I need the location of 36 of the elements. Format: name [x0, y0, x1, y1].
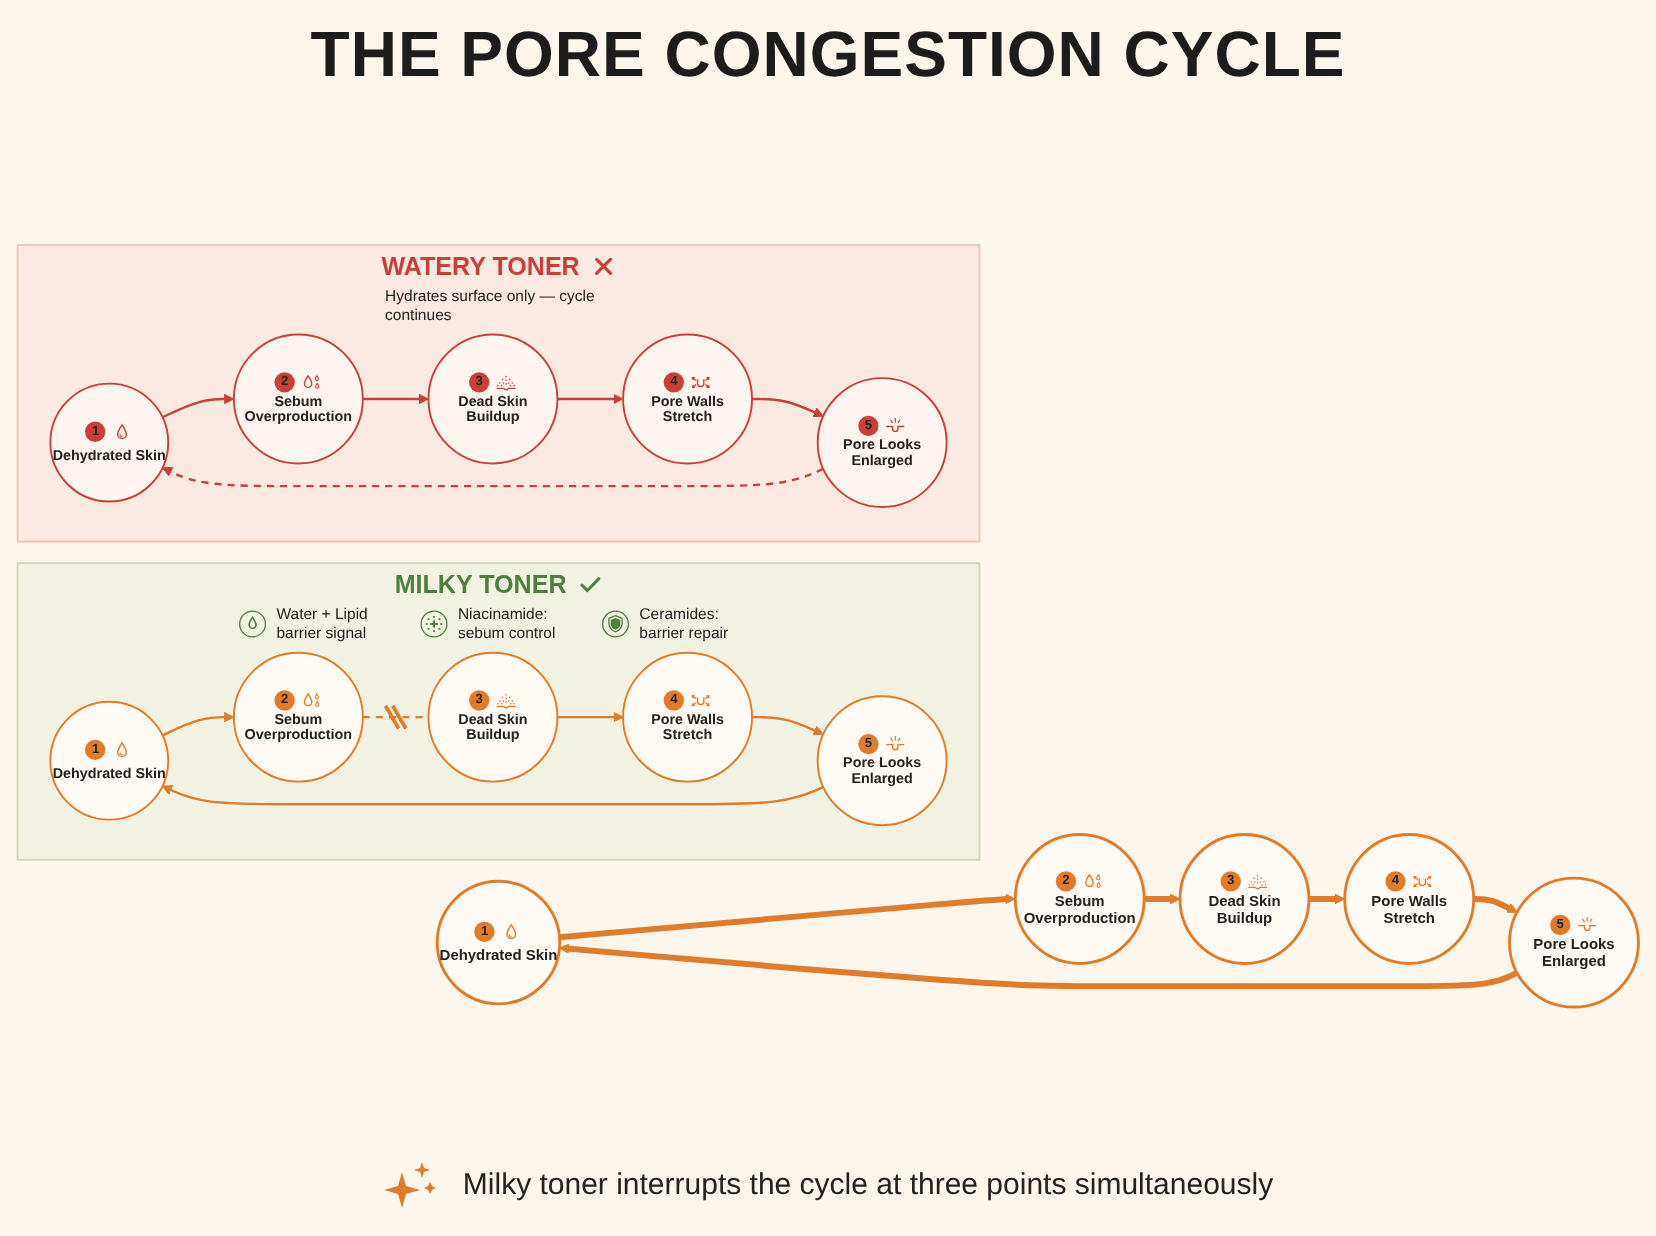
panel-heading: WATERY TONER: [381, 252, 580, 280]
node-circle: [1343, 833, 1476, 965]
node-circle: [232, 333, 364, 465]
node-circle: [427, 333, 559, 465]
cluster: [16, 244, 981, 543]
connector: [362, 715, 429, 719]
node-circle: [232, 651, 364, 783]
node-circle: [622, 333, 753, 465]
arrow: [162, 785, 824, 806]
arrow: [752, 715, 824, 736]
node-circle: [1508, 876, 1640, 1009]
arrow: [557, 711, 624, 723]
node-circle: [435, 879, 562, 1006]
caption: Milky toner interrupts the cycle at three points simultaneously: [462, 1166, 1274, 1206]
arrow: [557, 393, 624, 405]
node-circle: [622, 651, 753, 783]
arrow: [752, 397, 824, 418]
arrow: [559, 943, 1519, 990]
arrow: [362, 393, 429, 405]
panel-heading: MILKY TONER: [394, 570, 567, 598]
cluster: [16, 562, 981, 861]
arrow: [162, 711, 235, 737]
arrow: [1308, 893, 1346, 905]
node-circle: [49, 382, 170, 503]
node-circle: [816, 377, 948, 508]
arrow: [559, 893, 1016, 941]
arrow: [1473, 896, 1518, 913]
node-circle: [427, 651, 559, 783]
title: THE PORE CONGESTION CYCLE: [310, 16, 1346, 92]
node-circle: [1178, 833, 1311, 965]
arrow: [1144, 893, 1181, 905]
node-circle: [49, 700, 170, 821]
arrow: [162, 467, 824, 488]
arrow: [162, 393, 235, 419]
node-circle: [1013, 833, 1146, 965]
node-circle: [816, 695, 948, 827]
